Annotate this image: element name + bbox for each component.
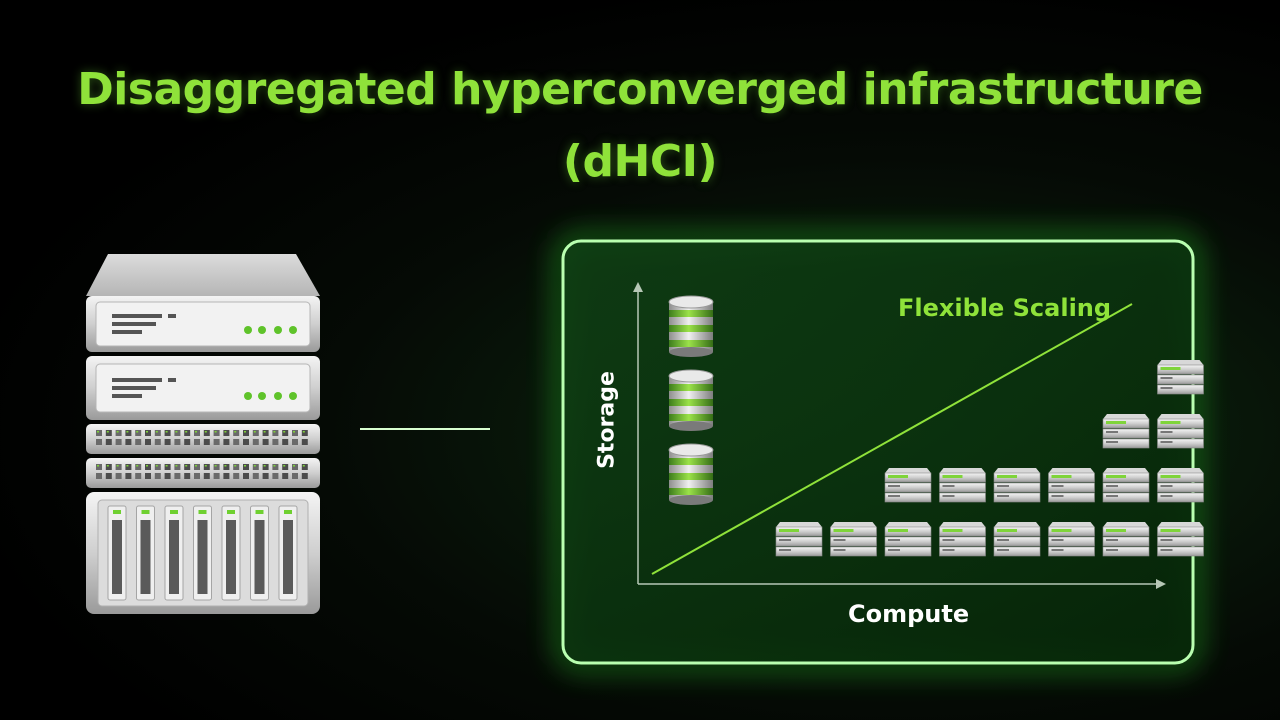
storage-database-icon	[668, 369, 714, 432]
server-rack-icon	[86, 254, 320, 614]
storage-database-icon	[668, 443, 714, 506]
title-line-1: Disaggregated hyperconverged infrastruct…	[77, 64, 1203, 115]
compute-server-icon	[775, 521, 823, 557]
chart-axes	[633, 282, 1166, 589]
compute-server-icon	[1102, 413, 1150, 449]
compute-server-icon	[1102, 521, 1150, 557]
flexible-scaling-trend-line	[651, 303, 1133, 575]
y-axis-label: Storage	[594, 371, 620, 469]
compute-server-icon	[884, 521, 932, 557]
compute-server-icon	[884, 467, 932, 503]
compute-server-icon	[993, 467, 1041, 503]
compute-server-icon	[1157, 413, 1204, 449]
compute-server-icon	[1157, 359, 1204, 395]
compute-server-icon	[993, 521, 1041, 557]
compute-server-icon	[939, 521, 986, 557]
compute-server-icon	[1157, 521, 1204, 557]
compute-server-icon	[1157, 467, 1204, 503]
compute-server-icon	[830, 521, 877, 557]
storage-units	[668, 295, 714, 506]
compute-server-icon	[939, 467, 986, 503]
compute-server-icon	[1048, 521, 1095, 557]
compute-server-icon	[1102, 467, 1150, 503]
trend-label: Flexible Scaling	[898, 294, 1112, 322]
compute-server-icon	[1048, 467, 1095, 503]
storage-database-icon	[668, 295, 714, 358]
title-line-2: (dHCI)	[562, 136, 718, 187]
x-axis-label: Compute	[848, 600, 970, 628]
